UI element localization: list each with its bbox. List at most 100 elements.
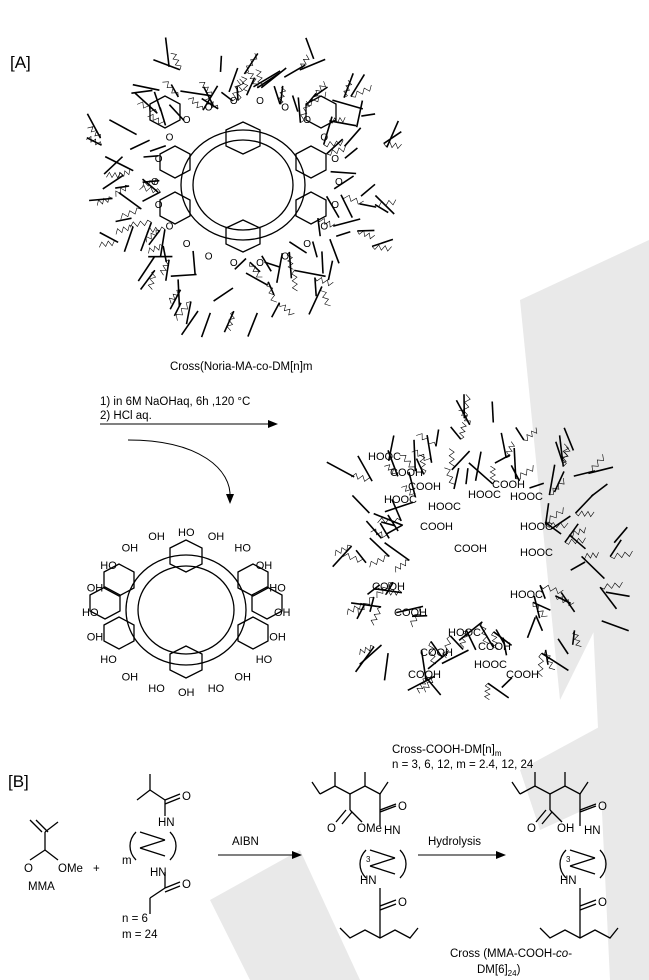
ester-oxygen: O [183, 239, 191, 250]
curved-arrow [127, 439, 231, 499]
polymer-chain-wavy [588, 454, 604, 474]
crosslink-bond [387, 435, 395, 462]
mma-label: MMA [28, 881, 55, 893]
hydroxyl-label: OH [234, 672, 251, 684]
crosslink-bond [564, 523, 579, 543]
crosslink-bond [427, 652, 449, 670]
crosslink-bond [502, 637, 508, 656]
crosslink-bond [270, 302, 281, 318]
polymer-chain-wavy [291, 270, 298, 292]
hydroxyl-label: HO [100, 560, 117, 572]
crosslink-bond [333, 175, 355, 190]
hydroxyl-label: HO [148, 683, 165, 695]
crosslink-bond [330, 170, 357, 175]
carboxyl-label: HOOC [474, 659, 507, 671]
polymer-chain-wavy [317, 217, 336, 228]
polymer-chain-wavy [428, 641, 437, 665]
crosslink-bond [137, 256, 155, 282]
polymer-chain-wavy [395, 559, 410, 573]
crosslink-bond [574, 493, 594, 514]
crosslink-bond [299, 58, 326, 71]
mma-monomer [29, 819, 59, 861]
aibn-arrow-head [292, 851, 302, 859]
crosslink-bond [213, 287, 234, 302]
polymer-chain-wavy [357, 596, 374, 616]
ester-oxygen: O [320, 221, 328, 232]
crosslink-bond [544, 503, 550, 525]
crosslink-bond [148, 229, 161, 246]
crosslink-bond [374, 194, 395, 215]
polymer-chain-wavy [410, 606, 424, 628]
polymer-chain-wavy [483, 683, 491, 700]
hydroxyl-label: OH [269, 632, 286, 644]
polymer-chain-wavy [137, 101, 158, 114]
carboxyl-label: COOH [420, 521, 453, 533]
polymer-chain-wavy [115, 184, 130, 197]
acid-hn-bottom: HN [560, 875, 577, 887]
dm-hn-top: HN [158, 817, 175, 829]
crosslink-bond [360, 183, 376, 197]
polymer-chain-wavy [505, 441, 516, 459]
crosslink-bond [297, 97, 302, 123]
polymer-chain-wavy [549, 477, 565, 496]
crosslink-bond [396, 605, 424, 614]
crosslink-bond [220, 91, 234, 102]
ester-oxygen: O [281, 252, 289, 263]
polymer-chain-wavy [142, 178, 160, 188]
crosslink-bond [142, 191, 161, 203]
polymer-chain-wavy [357, 230, 375, 240]
crosslink-bond [335, 230, 351, 238]
crosslink-bond [487, 682, 510, 699]
crosslink-bond [325, 195, 340, 219]
crosslink-bond [465, 468, 469, 485]
polymer-chain-wavy [300, 100, 310, 123]
crosslink-bond [450, 426, 462, 440]
crosslink-bond [391, 498, 402, 522]
hydroxyl-label: HO [234, 542, 251, 554]
poly-amide-oxygen-bottom: O [398, 897, 407, 909]
hydroxyl-label: OH [87, 632, 104, 644]
polymer-chain-wavy [86, 135, 102, 146]
crosslink-bond [321, 251, 324, 274]
crosslink-bond [267, 281, 275, 296]
crosslink-bond [568, 534, 587, 550]
m-label: m [122, 855, 132, 867]
polymer-chain-wavy [599, 581, 623, 590]
top-caption: Cross(Noria-MA-co-DM[n]m [170, 361, 312, 373]
polymer-chain-wavy [199, 81, 213, 96]
polymer-chain-wavy [96, 196, 113, 206]
polymer-chain-wavy [286, 251, 294, 270]
crosslink-bond [291, 95, 299, 112]
polymer-chain-wavy [442, 635, 452, 659]
hydroxyl-label: OH [178, 687, 195, 699]
acid-amide-oxygen-bottom: O [598, 897, 607, 909]
crosslink-bond [219, 55, 223, 72]
crosslink-bond [313, 86, 328, 98]
polymer-chain-wavy [416, 677, 427, 694]
ester-oxygen: O [303, 115, 311, 126]
carboxyl-label: COOH [408, 669, 441, 681]
crosslink-bond [553, 471, 565, 493]
hydroxyl-label: HO [269, 582, 286, 594]
crosslink-bond [420, 649, 427, 682]
crosslink-bond [283, 64, 306, 78]
crosslink-bond [165, 259, 170, 281]
poly-three-sub: 3 [366, 855, 371, 864]
watermark-shard [520, 700, 649, 830]
crosslink-bond [170, 273, 197, 277]
poly-hn-top: HN [384, 825, 401, 837]
product-caption: Cross-COOH-DM[n]m [392, 744, 502, 758]
crosslink-bond [344, 147, 358, 159]
polymer-chain-wavy [369, 555, 390, 568]
polymer-chain-wavy [313, 81, 326, 97]
crosslink-bond [234, 257, 247, 270]
polymer-chain-wavy [444, 467, 456, 490]
crosslink-bond [261, 255, 272, 272]
polymer-chain-wavy [203, 97, 219, 109]
crosslink-bond [180, 310, 199, 336]
crosslink-bond [533, 595, 541, 619]
n-equation: n = 6 [122, 913, 148, 925]
crosslink-bond [550, 515, 571, 530]
polymer-chain-wavy [120, 207, 142, 220]
crosslink-bond [558, 435, 565, 467]
